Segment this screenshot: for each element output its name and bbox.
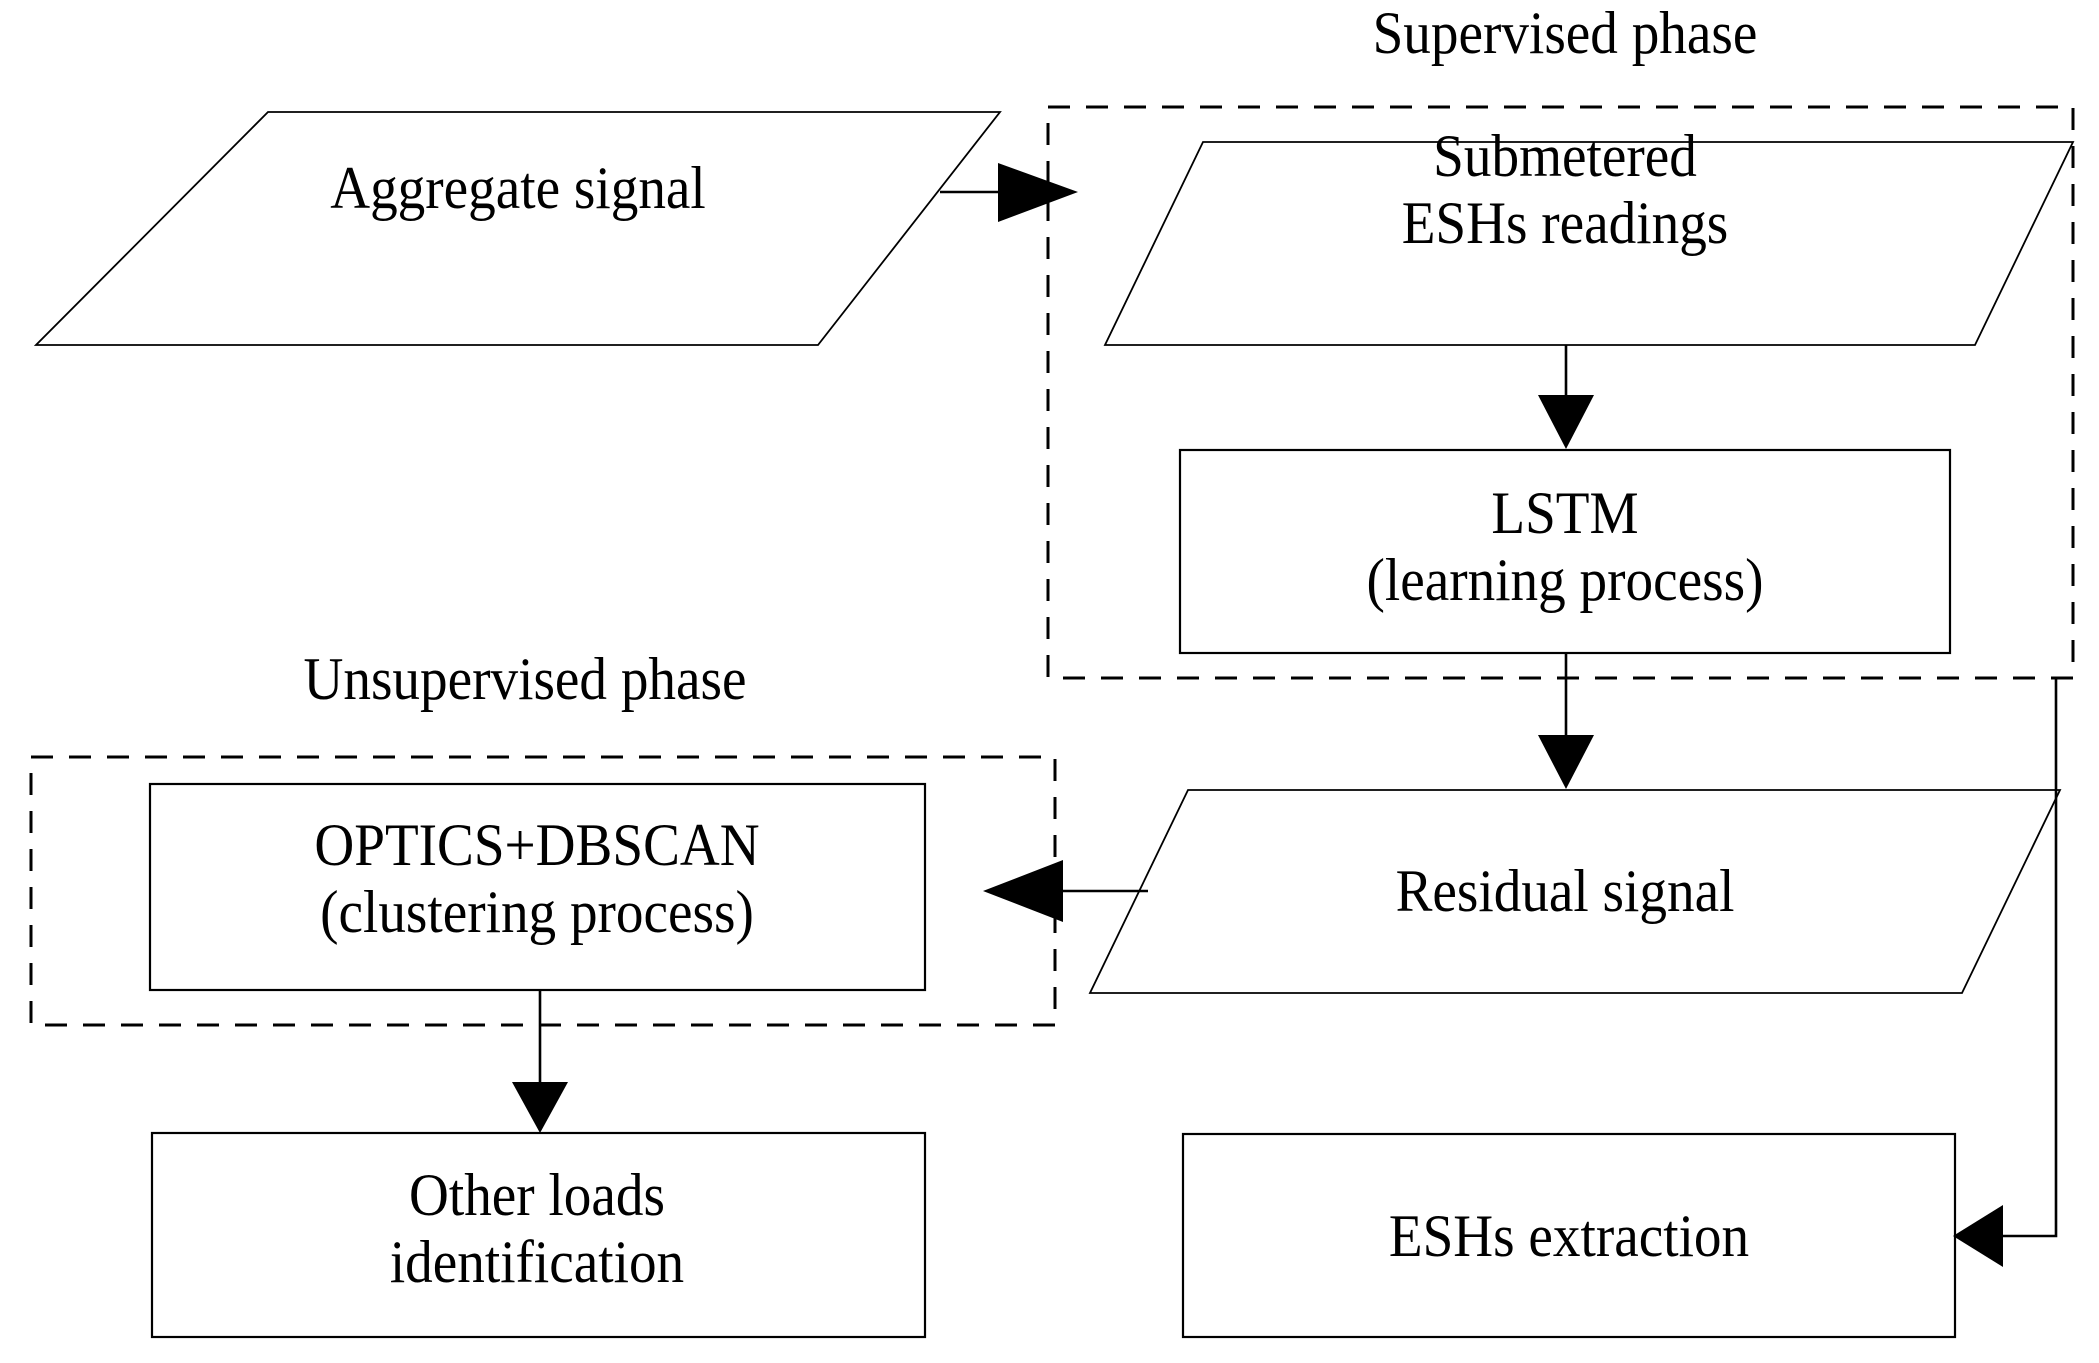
edge-lstm-to-residual bbox=[1538, 653, 1594, 789]
edge-readings-to-lstm bbox=[1538, 345, 1594, 449]
node-optics-dbscan[interactable] bbox=[148, 782, 927, 992]
edge-residual-to-optics bbox=[983, 860, 1148, 922]
node-lstm[interactable] bbox=[1178, 448, 1952, 655]
edge-optics-to-other-loads bbox=[512, 990, 568, 1133]
node-aggregate-signal[interactable] bbox=[33, 111, 1002, 346]
node-eshs-extraction[interactable] bbox=[1181, 1132, 1957, 1339]
edge-supervised-to-eshs-extraction bbox=[1953, 678, 2058, 1267]
edge-aggregate-to-supervised bbox=[940, 163, 1078, 222]
group-box-supervised-phase bbox=[1046, 105, 2075, 680]
node-residual-signal[interactable] bbox=[1088, 789, 2062, 994]
node-other-loads-identification[interactable] bbox=[150, 1131, 927, 1339]
node-submetered-eshs-readings[interactable] bbox=[1103, 141, 2075, 346]
